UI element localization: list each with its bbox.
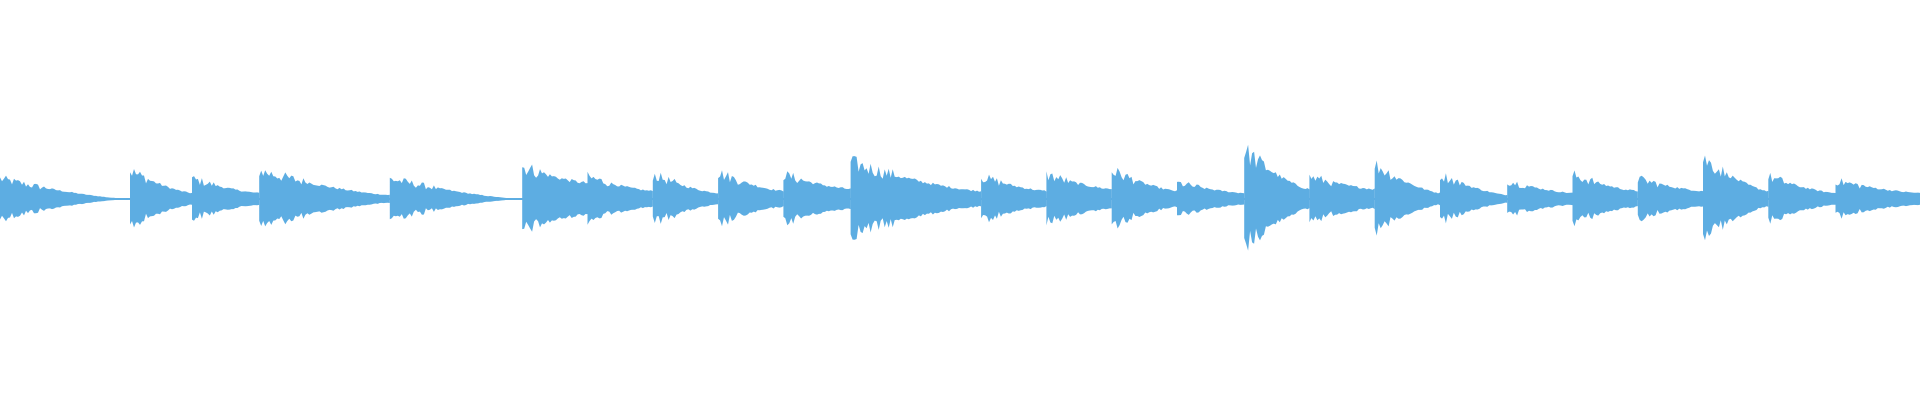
waveform-segment	[0, 175, 130, 222]
waveform-segment	[587, 171, 653, 225]
waveform-segment	[1244, 144, 1310, 251]
waveform-segment	[259, 170, 390, 227]
waveform-segment	[1835, 178, 1920, 219]
waveform-segment	[389, 177, 523, 220]
waveform-segment	[192, 176, 260, 221]
waveform-segment	[1703, 155, 1769, 241]
waveform-segment	[1046, 171, 1112, 226]
waveform-segment	[1637, 175, 1703, 222]
waveform-segment	[718, 170, 784, 227]
waveform-segments	[0, 144, 1920, 251]
waveform-segment	[1177, 181, 1245, 216]
waveform-segment	[130, 169, 192, 228]
waveform-segment	[1768, 172, 1836, 224]
waveform-segment	[1507, 181, 1573, 216]
waveform-segment	[1440, 173, 1508, 224]
waveform-segment	[981, 174, 1047, 223]
waveform-segment	[1111, 167, 1177, 229]
waveform-segment	[1374, 160, 1440, 236]
waveform-segment	[850, 156, 982, 240]
waveform-segment	[1572, 170, 1638, 227]
waveform-segment	[522, 164, 588, 232]
waveform-segment	[1309, 174, 1375, 223]
waveform-segment	[783, 171, 851, 226]
waveform-segment	[652, 172, 719, 224]
